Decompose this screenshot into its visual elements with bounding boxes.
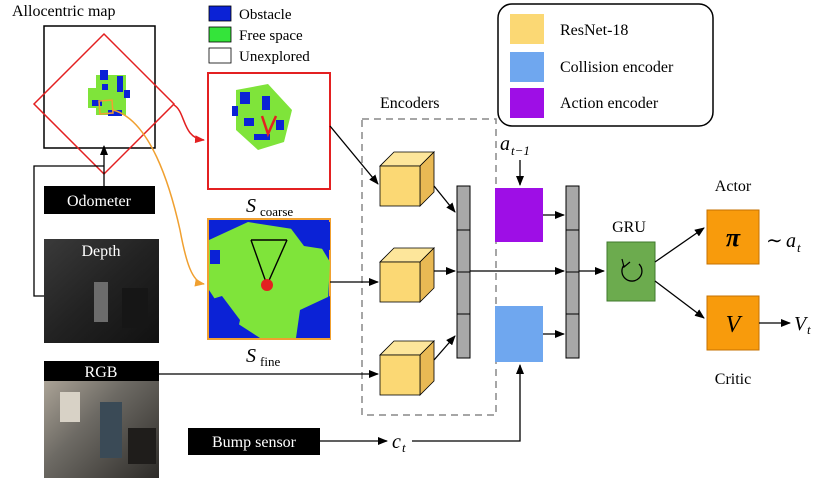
pi-symbol: π bbox=[726, 223, 741, 252]
legend-free-swatch bbox=[208, 26, 232, 43]
gru-block bbox=[606, 241, 656, 302]
concat-bar-encoders bbox=[456, 185, 471, 359]
resnet-cube-rgb bbox=[379, 340, 435, 396]
depth-label: Depth bbox=[81, 243, 120, 260]
encoders-title: Encoders bbox=[380, 95, 440, 112]
rgb-label-bar bbox=[44, 361, 159, 381]
legend-obstacle-swatch bbox=[208, 5, 232, 22]
resnet-cube-fine bbox=[379, 247, 435, 303]
rgb-window bbox=[60, 392, 80, 422]
allocentric-map-content bbox=[88, 70, 130, 116]
odometer-label: Odometer bbox=[67, 193, 132, 210]
s-fine-subscript: fine bbox=[260, 354, 280, 369]
a-prev-subscript: t−1 bbox=[511, 143, 530, 158]
encoders-group bbox=[361, 118, 497, 416]
fine-map-content bbox=[209, 222, 330, 338]
depth-doorway bbox=[94, 282, 108, 322]
s-coarse-subscript: coarse bbox=[260, 204, 293, 219]
at-symbol: a bbox=[786, 230, 796, 252]
critic-block bbox=[706, 295, 760, 351]
fine-crop-arrow bbox=[112, 109, 205, 287]
recurrent-icon bbox=[621, 258, 643, 282]
collision-encoder-block bbox=[495, 306, 543, 362]
cube1-to-concat-arrow bbox=[433, 185, 456, 213]
v-symbol: V bbox=[726, 312, 743, 338]
s-fine-symbol: S bbox=[246, 345, 256, 367]
legend-unexplored-label: Unexplored bbox=[239, 49, 310, 65]
cube3-to-concat-arrow bbox=[433, 335, 456, 361]
coarse-to-encoder-arrow bbox=[329, 125, 379, 185]
critic-title: Critic bbox=[715, 371, 751, 388]
coarse-map-content bbox=[232, 84, 292, 150]
action-encoder-block bbox=[495, 188, 543, 242]
vt-symbol: V bbox=[794, 313, 809, 335]
rgb-label: RGB bbox=[85, 364, 118, 381]
legend-collision-swatch bbox=[510, 52, 544, 82]
map-legend: Obstacle Free space Unexplored bbox=[208, 5, 310, 65]
sim-symbol: ∼ bbox=[766, 230, 783, 252]
coarse-crop-arrow bbox=[173, 104, 205, 144]
vt-subscript: t bbox=[807, 322, 811, 337]
ct-to-collision-arrow bbox=[412, 364, 524, 442]
map-title: Allocentric map bbox=[12, 3, 116, 20]
legend-obstacle-label: Obstacle bbox=[239, 7, 292, 23]
gru-to-actor-arrow bbox=[654, 227, 705, 263]
gru-title: GRU bbox=[612, 219, 646, 236]
depth-object bbox=[122, 288, 148, 328]
legend-resnet-label: ResNet-18 bbox=[560, 22, 628, 39]
legend-action-swatch bbox=[510, 88, 544, 118]
bump-sensor-block bbox=[188, 428, 320, 455]
ct-symbol: c bbox=[392, 431, 401, 453]
legend-free-label: Free space bbox=[239, 28, 303, 44]
actor-block bbox=[706, 209, 760, 265]
module-legend bbox=[497, 3, 714, 127]
concat-bar-final bbox=[565, 185, 580, 359]
legend-unexplored-swatch bbox=[208, 47, 232, 64]
rgb-stove bbox=[128, 428, 156, 464]
fine-region bbox=[98, 99, 114, 115]
legend-collision-label: Collision encoder bbox=[560, 59, 674, 76]
rgb-door bbox=[100, 402, 122, 458]
legend-action-label: Action encoder bbox=[560, 95, 659, 112]
a-prev-symbol: a bbox=[500, 133, 510, 155]
odometer-block bbox=[44, 186, 155, 214]
resnet-cube-coarse bbox=[379, 151, 435, 207]
actor-title: Actor bbox=[715, 178, 752, 195]
legend-resnet-swatch bbox=[510, 14, 544, 44]
depth-to-map-line bbox=[33, 165, 104, 297]
at-subscript: t bbox=[797, 240, 801, 255]
gru-to-critic-arrow bbox=[654, 280, 705, 319]
s-coarse-symbol: S bbox=[246, 195, 256, 217]
ct-subscript: t bbox=[402, 440, 406, 455]
bump-sensor-label: Bump sensor bbox=[212, 434, 297, 451]
